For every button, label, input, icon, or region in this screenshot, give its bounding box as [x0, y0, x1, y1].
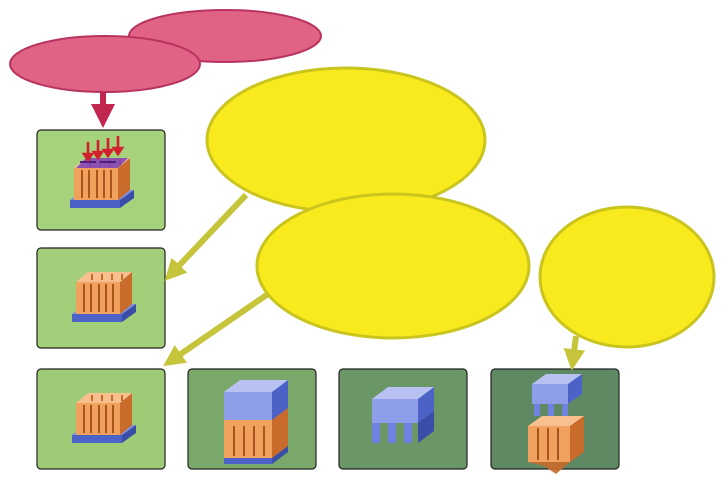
pink-callout-front — [9, 35, 201, 93]
etched-imt-pattern-block-icon — [71, 271, 137, 323]
yellow-callout-1 — [205, 66, 487, 214]
blue-block-on-imt-block-icon — [224, 380, 288, 464]
yellow-callout-2 — [255, 192, 531, 340]
inverted-blue-stamp-icon — [372, 387, 434, 443]
stamp-pressing-into-block-icon — [528, 374, 584, 474]
yellow-callout-3 — [538, 205, 716, 349]
etched-imt-block-with-mask-and-etch-arrows-icon — [69, 136, 135, 209]
yellow-arrow-to-panel-6 — [563, 335, 586, 371]
etched-imt-pattern-block-icon — [71, 392, 137, 444]
yellow-arrow-to-panel-2 — [164, 192, 249, 281]
yellow-arrow-to-panel-3 — [163, 291, 270, 367]
